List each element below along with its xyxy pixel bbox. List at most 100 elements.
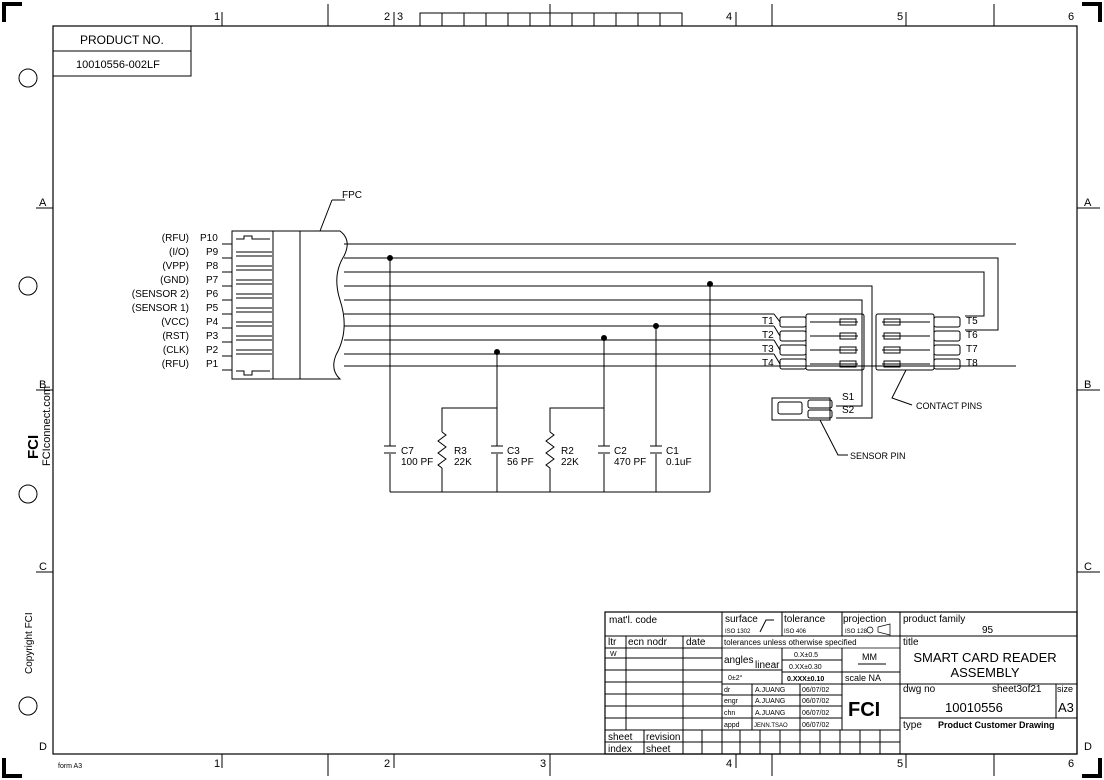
projection-label: projection (843, 614, 886, 625)
drawing-number: 10010556 (945, 700, 1003, 715)
signal-p9: (I/O) (169, 247, 189, 258)
pin-p10: P10 (200, 233, 218, 244)
product-no-value: 10010556-002LF (76, 59, 160, 71)
signoff-date-engr: 06/07/02 (802, 698, 829, 705)
tolerance-std: ISO 406 (784, 629, 807, 635)
pin-p8: P8 (206, 261, 219, 272)
sheet-size: A3 (1058, 700, 1074, 715)
ref-r3: R3 (454, 446, 467, 457)
zone-bottom-6: 6 (1068, 758, 1074, 770)
zone-bottom-1: 1 (214, 758, 220, 770)
signal-p10: (RFU) (162, 233, 189, 244)
col-ecn: ecn nodr (628, 637, 668, 648)
projection-std: ISO 128 (845, 629, 868, 635)
signoff-name-chn: A.JUANG (755, 710, 785, 717)
dwg-no-label: dwg no (903, 684, 936, 695)
zone-row-a: A (39, 197, 47, 209)
contact-t7: T7 (966, 344, 978, 355)
component-labels: C7 100 PF R3 22K C3 56 PF R2 22K C2 470 … (401, 446, 692, 468)
signoff-date-chn: 06/07/02 (802, 710, 829, 717)
signal-p1: (RFU) (162, 359, 189, 370)
zone-top-6: 6 (1068, 11, 1074, 23)
contact-t1: T1 (762, 316, 774, 327)
pin-p4: P4 (206, 317, 219, 328)
pin-p7: P7 (206, 275, 219, 286)
revision-word: revision (646, 732, 680, 743)
pin-p9: P9 (206, 247, 219, 258)
contact-t4: T4 (762, 358, 774, 369)
angles-label: angles (724, 655, 753, 666)
signal-p3: (RST) (162, 331, 189, 342)
schematic (222, 199, 1016, 493)
capacitor-c1 (650, 445, 662, 454)
left-margin: FCIconnect.com Copyright FCI form A3 FCI (24, 386, 82, 770)
pin-number-labels: P10 P9 P8 P7 P6 P5 P4 P3 P2 P1 (200, 233, 219, 370)
value-c1: 0.1uF (666, 457, 692, 468)
zone-row-c: C (39, 561, 47, 573)
signal-p5: (SENSOR 1) (132, 303, 189, 314)
drawing-title-line1: SMART CARD READER (913, 650, 1056, 665)
linear-label: linear (755, 660, 780, 671)
value-c7: 100 PF (401, 457, 433, 468)
ref-r2: R2 (561, 446, 574, 457)
scale-label: scale NA (845, 673, 881, 683)
linear-tol-xxx: 0.XXX±0.10 (787, 676, 824, 683)
pin-p5: P5 (206, 303, 219, 314)
signoff-table: dr A.JUANG 06/07/02 engr A.JUANG 06/07/0… (724, 687, 829, 729)
pin-p6: P6 (206, 289, 219, 300)
signoff-role-engr: engr (724, 698, 739, 705)
capacitor-c3 (491, 445, 503, 454)
type-value: Product Customer Drawing (938, 720, 1055, 730)
product-family-value: 95 (982, 625, 994, 636)
matl-code-label: mat'l. code (609, 615, 657, 626)
switch-s2: S2 (842, 405, 855, 416)
switch-s1: S1 (842, 392, 855, 403)
fci-side-logo-icon: FCI (25, 435, 42, 459)
pin-p1: P1 (206, 359, 219, 370)
col-date: date (686, 637, 706, 648)
value-r3: 22K (454, 457, 472, 468)
fpc-connector (231, 199, 348, 380)
linear-tol-xx: 0.XX±0.30 (789, 664, 822, 671)
title-block-text: mat'l. code surface ISO 1302 tolerance I… (608, 614, 1074, 755)
contact-t2: T2 (762, 330, 774, 341)
zone-row-d: D (39, 741, 47, 753)
zone-top-4: 4 (726, 11, 732, 23)
sensor-pin-callout: SENSOR PIN (850, 451, 906, 461)
zone-bottom-4: 4 (726, 758, 732, 770)
contact-t3: T3 (762, 344, 774, 355)
signal-p4: (VCC) (161, 317, 189, 328)
value-c3: 56 PF (507, 457, 534, 468)
zone-row-b-right: B (1084, 379, 1091, 391)
fpc-label: FPC (342, 190, 362, 201)
signoff-date-dr: 06/07/02 (802, 687, 829, 694)
surface-label: surface (725, 614, 758, 625)
tolerance-label: tolerance (784, 614, 826, 625)
signoff-name-dr: A.JUANG (755, 687, 785, 694)
product-no-heading: PRODUCT NO. (80, 33, 164, 47)
form-size-text: form A3 (58, 763, 82, 770)
unit-mm: MM (862, 652, 877, 662)
drawing-title-line2: ASSEMBLY (950, 665, 1019, 680)
signal-p2: (CLK) (163, 345, 189, 356)
sheet-word: sheet (608, 732, 633, 743)
zone-row-b: B (39, 379, 46, 391)
zone-top-3: 3 (397, 11, 403, 23)
ref-c3: C3 (507, 446, 520, 457)
angle-tolerance: 0±2° (728, 674, 743, 682)
signoff-role-chn: chn (724, 710, 735, 717)
sensor-switch (771, 397, 833, 421)
zone-top-1: 1 (214, 11, 220, 23)
signoff-name-engr: A.JUANG (755, 698, 785, 705)
pin-signal-labels: (RFU) (I/O) (VPP) (GND) (SENSOR 2) (SENS… (132, 233, 189, 370)
zone-bottom-2: 2 (384, 758, 390, 770)
contact-block-right (875, 313, 961, 371)
title-label: title (903, 637, 919, 648)
ref-c2: C2 (614, 446, 627, 457)
ref-c1: C1 (666, 446, 679, 457)
product-family-label: product family (903, 614, 965, 625)
signoff-date-appd: 06/07/02 (802, 722, 829, 729)
zone-bottom-5: 5 (897, 758, 903, 770)
